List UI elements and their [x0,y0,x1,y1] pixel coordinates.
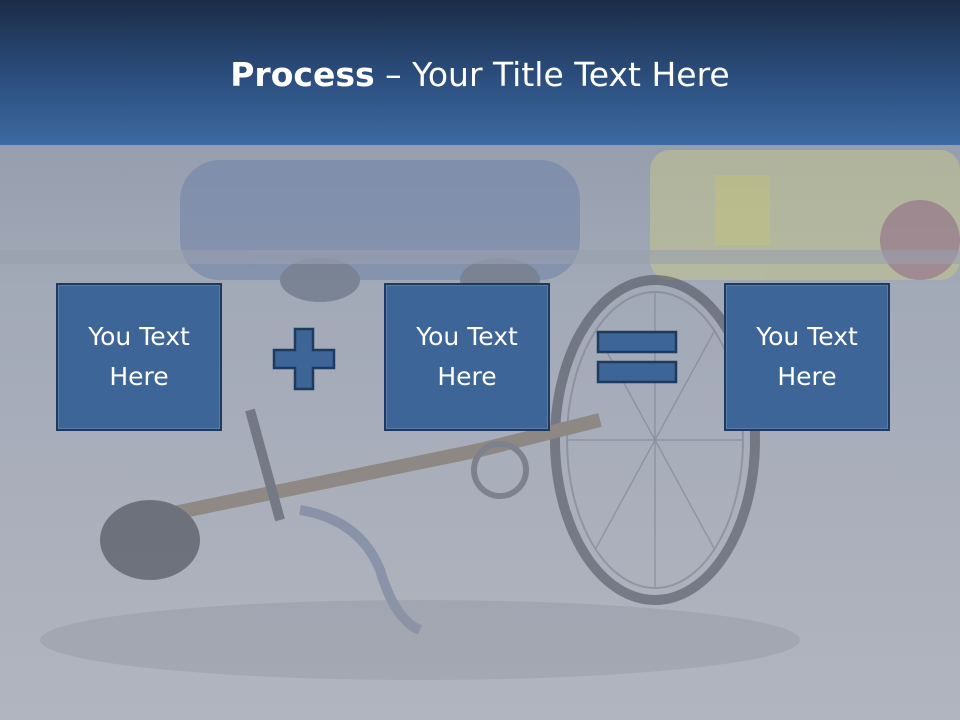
title-bar [0,0,960,145]
title-bold: Process [230,55,375,94]
process-box-2-text: You Text Here [416,322,518,391]
equals-icon [596,330,678,384]
process-box-3-text: You Text Here [756,322,858,391]
title-rest: – Your Title Text Here [374,55,730,94]
process-box-1-text: You Text Here [88,322,190,391]
process-box-1[interactable]: You Text Here [56,283,222,431]
process-box-2[interactable]: You Text Here [384,283,550,431]
bicycle-shape [100,275,760,635]
process-box-3[interactable]: You Text Here [724,283,890,431]
plus-icon [272,327,336,391]
slide-title: Process – Your Title Text Here [0,55,960,95]
